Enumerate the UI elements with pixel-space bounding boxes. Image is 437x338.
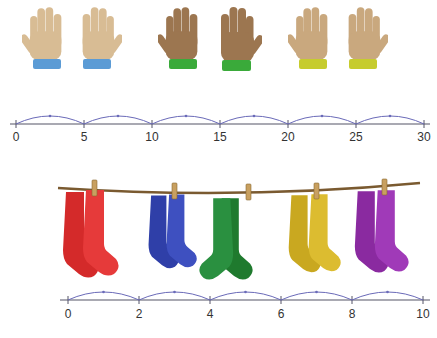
sock-pair bbox=[149, 194, 197, 268]
tick-label: 2 bbox=[136, 307, 143, 321]
tick-label: 6 bbox=[278, 307, 285, 321]
hand-pair bbox=[155, 7, 266, 71]
jump-arcs bbox=[16, 116, 424, 124]
tick-label: 20 bbox=[281, 130, 294, 144]
hand-pair bbox=[19, 7, 126, 69]
tick-label: 10 bbox=[416, 307, 429, 321]
tick-label: 25 bbox=[349, 130, 362, 144]
tick-label: 0 bbox=[65, 307, 72, 321]
tick-label: 30 bbox=[417, 130, 430, 144]
hand-pair bbox=[285, 7, 392, 69]
sock-pair bbox=[63, 190, 119, 278]
tick-label: 4 bbox=[207, 307, 214, 321]
sock-pair bbox=[289, 194, 341, 272]
tick-label: 8 bbox=[349, 307, 356, 321]
arc-dots bbox=[49, 115, 392, 118]
tick-label: 5 bbox=[81, 130, 88, 144]
arc-dots bbox=[102, 291, 389, 294]
tick-label: 10 bbox=[145, 130, 158, 144]
number-line bbox=[60, 296, 430, 304]
tick-label: 15 bbox=[213, 130, 226, 144]
sock-pair bbox=[355, 190, 409, 272]
sock-pair bbox=[199, 198, 252, 279]
tick-label: 0 bbox=[13, 130, 20, 144]
clothespins bbox=[92, 179, 387, 200]
